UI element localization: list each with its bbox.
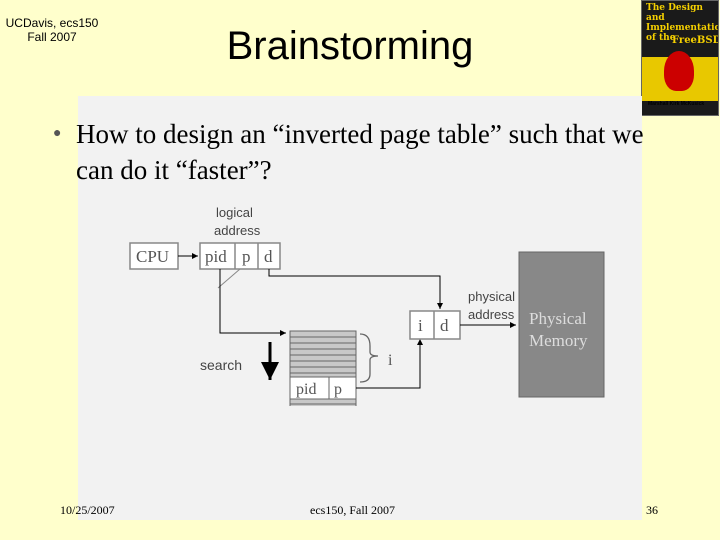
search-entry-line: [220, 269, 286, 333]
brace-index-label: i: [388, 352, 393, 369]
p-field: p: [242, 247, 251, 266]
logical-label-2: address: [214, 223, 261, 238]
book-subtitle: FreeBSD: [672, 35, 719, 46]
book-authors: Marshall Kirk McKusick: [648, 101, 704, 107]
course-label: UCDavis, ecs150 Fall 2007: [4, 16, 100, 44]
logical-label-1: logical: [216, 205, 253, 220]
daemon-mascot-icon: [664, 51, 694, 91]
page-number: 36: [646, 503, 658, 518]
slide-title: Brainstorming: [200, 22, 500, 70]
physical-label-2: address: [468, 307, 515, 322]
phys-i-field: i: [418, 316, 423, 335]
physical-memory-label-2: Memory: [529, 331, 588, 350]
table-p-label: p: [334, 381, 342, 398]
bullet-icon: ●: [53, 124, 61, 140]
course-term: Fall 2007: [4, 30, 100, 44]
footer-course: ecs150, Fall 2007: [310, 503, 395, 518]
book-cover-image: The Design and Implementation of the Fre…: [641, 0, 719, 116]
brace: [360, 334, 378, 382]
inverted-page-table-diagram: logical address CPU pid p d pid p search…: [78, 196, 618, 406]
search-label: search: [200, 357, 242, 373]
cpu-label: CPU: [136, 247, 169, 266]
physical-memory-label-1: Physical: [529, 309, 587, 328]
phys-d-field: d: [440, 316, 449, 335]
question-text: How to design an “inverted page table” s…: [76, 116, 646, 188]
course-name: UCDavis, ecs150: [4, 16, 100, 30]
footer-date: 10/25/2007: [60, 503, 115, 518]
table-pid-label: pid: [296, 381, 316, 398]
pid-field: pid: [205, 247, 227, 266]
d-to-physical-line: [269, 269, 440, 309]
d-field: d: [264, 247, 273, 266]
physical-label-1: physical: [468, 289, 515, 304]
